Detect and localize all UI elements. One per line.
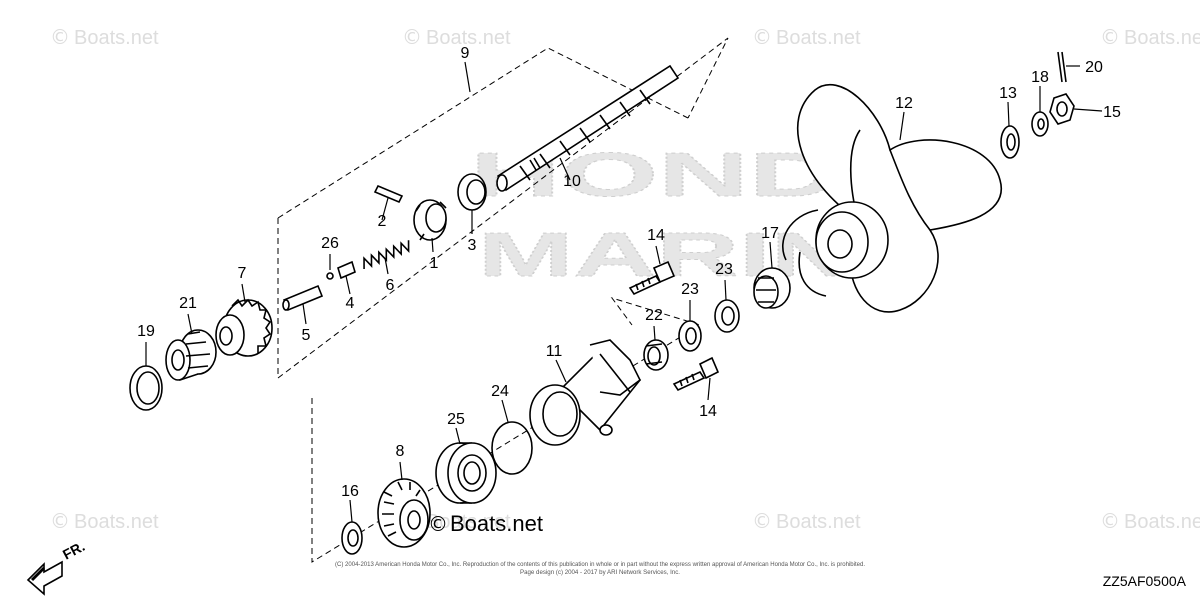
callout-14-upper: 14 xyxy=(647,227,665,244)
callout-23-lower: 23 xyxy=(681,281,699,298)
callout-23-upper: 23 xyxy=(715,261,733,278)
shift-rod xyxy=(282,284,324,312)
callout-numbers: 9 10 2 26 1 3 4 5 6 7 21 19 12 13 18 20 … xyxy=(137,45,1121,500)
svg-text:©: © xyxy=(1100,509,1120,533)
svg-text:Boats.net: Boats.net xyxy=(776,511,861,533)
callout-15: 15 xyxy=(1103,104,1121,121)
bolt-upper xyxy=(628,260,676,296)
callout-20: 20 xyxy=(1085,59,1103,76)
copyright-symbol: © xyxy=(428,512,448,536)
callout-13: 13 xyxy=(999,85,1017,102)
oil-seal-lower xyxy=(678,320,702,352)
copyright-line-1: (C) 2004-2013 American Honda Motor Co., … xyxy=(335,562,865,568)
callout-25: 25 xyxy=(447,411,465,428)
svg-text:©: © xyxy=(50,509,70,533)
ball-bearing xyxy=(435,442,497,504)
callout-9: 9 xyxy=(461,45,470,62)
shim-part-16 xyxy=(341,521,363,555)
callout-18: 18 xyxy=(1031,69,1049,86)
svg-text:©: © xyxy=(50,25,70,49)
bearing-holder xyxy=(529,339,642,446)
svg-text:©: © xyxy=(402,25,422,49)
callout-10: 10 xyxy=(563,173,581,190)
watermark-bottom-4: ©Boats.net xyxy=(1100,509,1200,533)
callout-26: 26 xyxy=(321,235,339,252)
callout-5: 5 xyxy=(302,327,311,344)
castle-nut xyxy=(1049,93,1075,125)
callout-22: 22 xyxy=(645,307,663,324)
needle-bearing xyxy=(165,329,217,382)
watermark-bottom-1: ©Boats.net xyxy=(50,509,159,533)
propeller xyxy=(781,83,1003,313)
pin-part-2 xyxy=(373,184,404,204)
watermark-top-2: ©Boats.net xyxy=(402,25,511,49)
forward-gear xyxy=(215,298,273,357)
svg-text:Boats.net: Boats.net xyxy=(74,511,159,533)
watermark-bottom-3: ©Boats.net xyxy=(752,509,861,533)
reverse-gear xyxy=(377,478,431,548)
callout-7: 7 xyxy=(238,265,247,282)
svg-text:Boats.net: Boats.net xyxy=(426,27,511,49)
front-arrow-icon xyxy=(26,560,63,596)
shifter-spring xyxy=(363,240,410,269)
callout-17: 17 xyxy=(761,225,779,242)
cotter-pin xyxy=(1057,51,1067,83)
svg-text:©: © xyxy=(752,509,772,533)
bolt-lower xyxy=(672,356,720,392)
clutch-shifter xyxy=(413,199,447,241)
propeller-shaft xyxy=(496,64,680,192)
callout-21: 21 xyxy=(179,295,197,312)
copyright-line-2: Page design (c) 2004 - 2017 by ARI Netwo… xyxy=(520,570,680,576)
callout-12: 12 xyxy=(895,95,913,112)
slider-part-4 xyxy=(337,260,356,280)
diagram-code: ZZ5AF0500A xyxy=(1103,573,1187,589)
lower-group-outline xyxy=(311,297,702,563)
ball-part-26 xyxy=(326,272,334,280)
svg-text:Boats.net: Boats.net xyxy=(426,511,511,533)
watermark-top-3: ©Boats.net xyxy=(752,25,861,49)
svg-text:Boats.net: Boats.net xyxy=(776,27,861,49)
watermark-top-1: ©Boats.net xyxy=(50,25,159,49)
oil-seal-upper xyxy=(714,299,740,333)
upper-group-outline-2 xyxy=(277,37,729,380)
watermark-top-4: ©Boats.net xyxy=(1100,25,1200,49)
svg-text:Boats.net: Boats.net xyxy=(1124,511,1200,533)
callout-14-lower: 14 xyxy=(699,403,717,420)
front-direction-indicator: FR. xyxy=(26,538,87,596)
callout-8: 8 xyxy=(396,443,405,460)
plain-washer xyxy=(1031,111,1049,137)
svg-text:Boats.net: Boats.net xyxy=(1124,27,1200,49)
svg-text:©: © xyxy=(752,25,772,49)
callout-2: 2 xyxy=(378,213,387,230)
callout-16: 16 xyxy=(341,483,359,500)
callout-6: 6 xyxy=(386,277,395,294)
callout-11: 11 xyxy=(546,343,563,360)
needle-bearing-small xyxy=(643,339,669,371)
callout-19: 19 xyxy=(137,323,155,340)
front-label: FR. xyxy=(60,538,87,563)
thrust-washer xyxy=(1000,125,1020,159)
o-ring xyxy=(491,421,533,475)
thrust-spacer xyxy=(753,267,791,309)
leader-lines xyxy=(145,61,1103,523)
svg-text:©: © xyxy=(1100,25,1120,49)
shim-washer xyxy=(129,365,163,411)
callout-3: 3 xyxy=(468,237,477,254)
retainer-ring xyxy=(457,173,487,211)
boats-net-logo-text: Boats.net xyxy=(450,511,543,536)
svg-text:Boats.net: Boats.net xyxy=(74,27,159,49)
callout-24: 24 xyxy=(491,383,509,400)
boats-net-logo: © Boats.net xyxy=(428,511,543,536)
callout-4: 4 xyxy=(346,295,355,312)
callout-1: 1 xyxy=(430,255,439,272)
